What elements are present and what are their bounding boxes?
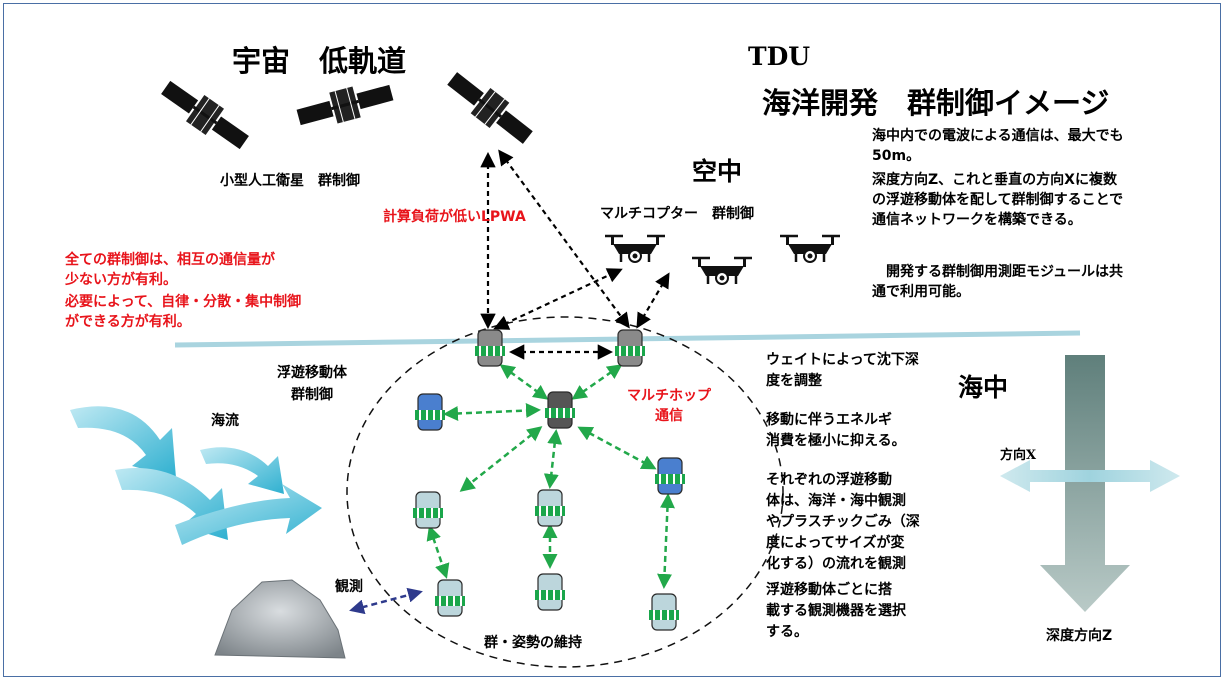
select-note: 浮遊移動体ごとに搭 載する観測機器を選択 する。 — [766, 582, 906, 640]
right-note-3: 開発する群制御用測距モジュールは共 通で利用可能。 — [872, 264, 1124, 300]
drone-link — [493, 268, 623, 330]
air-label: 空中 — [692, 157, 743, 186]
depth-z-label: 深度方向Z — [1046, 628, 1113, 644]
float-node-icon — [414, 393, 446, 431]
swarm-boundary — [346, 316, 784, 668]
float-node-icon — [544, 391, 576, 429]
satellite-group-label: 小型人工衛星 群制御 — [220, 173, 360, 189]
formation-label: 群・姿勢の維持 — [484, 635, 582, 651]
observation-note: それぞれの浮遊移動 体は、海洋・海中観測 やプラスチックごみ（深 度によってサイ… — [766, 472, 920, 572]
drone-icon — [690, 256, 754, 286]
float-node-icon — [534, 489, 566, 527]
float-node-icon — [654, 457, 686, 495]
float-node-icon — [434, 579, 466, 617]
depth-arrow-icon — [1040, 355, 1130, 612]
red-note-1: 全ての群制御は、相互の通信量が 少ない方が有利。 — [65, 252, 275, 288]
rock-icon — [214, 579, 346, 659]
satellite-icon — [440, 64, 540, 152]
floating-group-label: 浮遊移動体 群制御 — [277, 365, 347, 403]
main-title: 海洋開発 群制御イメージ — [762, 86, 1110, 120]
drone-icon — [778, 234, 842, 264]
sea-label: 海中 — [958, 373, 1009, 402]
multihop-label: マルチホップ 通信 — [627, 388, 711, 424]
observation-label: 観測 — [335, 579, 363, 595]
lpwa-link — [498, 149, 630, 329]
drone-link — [636, 272, 670, 329]
current-arrow-icon — [70, 406, 322, 545]
org-label: TDU — [748, 42, 811, 71]
float-node-icon — [648, 593, 680, 631]
red-note-2: 必要によって、自律・分散・集中制御 ができる方が有利。 — [65, 294, 302, 330]
satellite-icon — [155, 72, 255, 158]
right-note-1: 海中内での電波による通信は、最大でも 50m。 — [872, 128, 1124, 164]
observation-link — [349, 587, 423, 615]
right-note-2: 深度方向Z、これと垂直の方向Xに複数 の浮遊移動体を配して群制御することで 通信… — [872, 172, 1124, 228]
space-title: 宇宙 低軌道 — [232, 44, 407, 78]
diagram-frame — [3, 3, 1221, 677]
float-node-icon — [614, 329, 646, 367]
direction-x-arrow-icon — [1000, 460, 1180, 492]
multicopter-label: マルチコプター 群制御 — [600, 206, 754, 222]
float-node-icon — [534, 573, 566, 611]
direction-x-label: 方向X — [1000, 448, 1037, 463]
multihop-links — [426, 364, 675, 589]
float-node-icon — [474, 329, 506, 367]
float-node-icon — [412, 491, 444, 529]
drone-icon — [603, 234, 667, 264]
energy-note: 移動に伴うエネルギ 消費を極小に抑える。 — [766, 412, 906, 449]
lpwa-label: 計算負荷が低いLPWA — [383, 209, 526, 225]
satellite-icon — [292, 75, 398, 135]
current-label: 海流 — [211, 413, 239, 429]
sink-note: ウェイトによって沈下深 度を調整 — [766, 352, 919, 389]
